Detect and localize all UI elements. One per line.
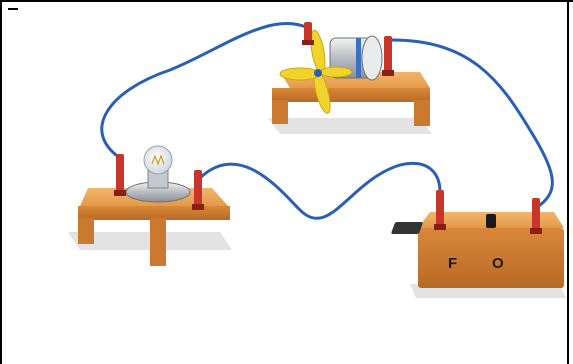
wire-bulb-to-switch (200, 163, 440, 218)
switch-terminal-left (434, 190, 446, 230)
switch-label-on: O (492, 255, 504, 272)
bulb-base-leg-right (150, 218, 166, 266)
motor-stripe (356, 38, 361, 78)
motor-terminal-right (382, 36, 394, 76)
motor-base-leg-right (414, 100, 430, 126)
motor-base-shadow (268, 118, 432, 134)
motor-end-cap (362, 36, 382, 80)
switch-label-off: F (448, 255, 457, 272)
bulb-base-leg-left (78, 218, 94, 244)
motor-fan-component (268, 22, 432, 134)
switch-lever (486, 214, 496, 228)
switch-box-front (418, 228, 564, 288)
switch-lever-plate (391, 222, 423, 234)
bulb-glass (144, 146, 172, 174)
switch-component: F O (391, 190, 566, 298)
motor-base-leg-left (272, 100, 288, 124)
bulb-base-front (78, 206, 230, 220)
motor-base-front (272, 88, 430, 102)
bulb-component (68, 146, 232, 266)
